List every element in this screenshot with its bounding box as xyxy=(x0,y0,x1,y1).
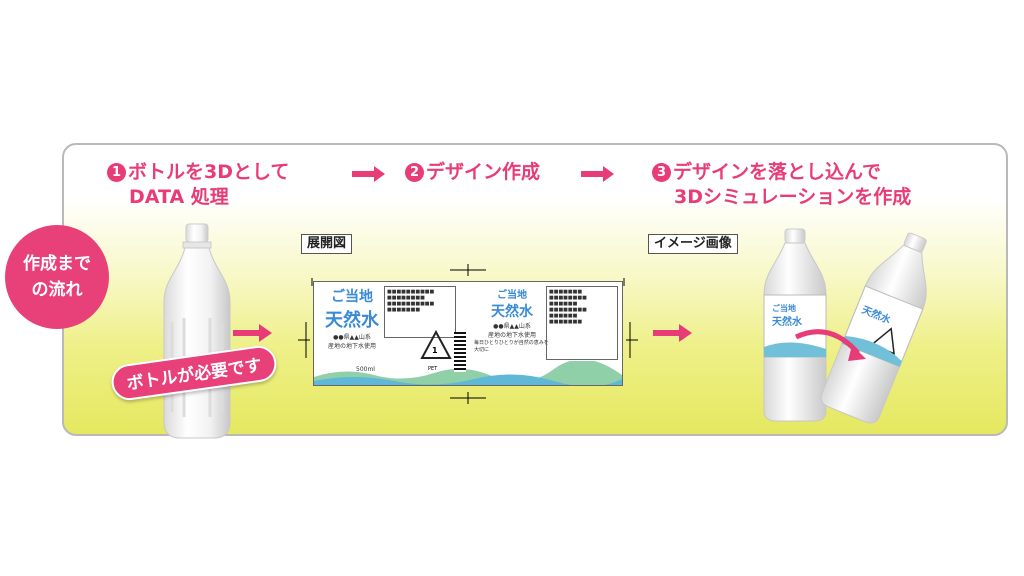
arrow-right-icon xyxy=(233,324,272,342)
barcode xyxy=(454,332,466,372)
recycle-code: 1 xyxy=(432,346,438,355)
arrow-right-icon xyxy=(653,324,692,342)
crop-marks xyxy=(298,264,638,404)
brand-big: 天然水 xyxy=(325,310,379,331)
simulated-bottles-image: ご当地 天然水 天然水 xyxy=(763,228,927,424)
plain-bottle-image xyxy=(163,223,231,439)
flow-badge-line1: 作成まで xyxy=(23,254,91,274)
label-note: 毎日ひとりひとりが自然の恵みを大切に xyxy=(474,340,549,353)
recycle-icon xyxy=(420,330,452,359)
brand-small: ご当地 xyxy=(497,290,527,301)
brand-on-bottle: 天然水 xyxy=(772,315,803,328)
brand-on-bottle: ご当地 xyxy=(772,303,796,313)
nutrition-box: ■■■■■■■■■■■■■■■■■■■■■■■■■■■■■■■■■■■ xyxy=(384,286,456,338)
info-box: ■■■■■■■■■■■■■■■■■■■■■■■■■■■■■■■■■■■■■■■■… xyxy=(546,286,618,360)
image-tag: イメージ画像 xyxy=(648,234,738,254)
label-layout: ご当地 天然水 ●●県▲▲山系 産地の地下水使用 500ml ■■■■■■■■■… xyxy=(313,281,623,386)
flow-badge-line2: の流れ xyxy=(31,280,83,300)
recycle-text: PET xyxy=(428,366,438,372)
step-3-line2: 3Dシミュレーションを作成 xyxy=(674,186,912,208)
arrow-right-icon xyxy=(352,166,385,182)
label-region: ●●県▲▲山系 xyxy=(493,323,531,330)
layout-tag: 展開図 xyxy=(301,234,353,254)
mountain-graphic xyxy=(314,361,622,385)
label-volume: 500ml xyxy=(356,366,375,373)
label-front-right: ご当地 天然水 ●●県▲▲山系 産地の地下水使用 xyxy=(482,286,542,339)
label-subtitle: 産地の地下水使用 xyxy=(327,343,376,350)
step-1-number: 1 xyxy=(107,163,126,182)
arrow-right-icon xyxy=(581,166,614,182)
flow-badge: 作成までの流れ xyxy=(5,225,109,329)
label-region: ●●県▲▲山系 xyxy=(333,334,371,341)
label-subtitle: 産地の地下水使用 xyxy=(487,332,536,339)
step-2-number: 2 xyxy=(405,163,424,182)
brand-big: 天然水 xyxy=(491,304,533,320)
step-2-line1: デザイン作成 xyxy=(426,161,541,183)
step-1-line1: ボトルを3Dとして xyxy=(128,161,290,183)
step-3-number: 3 xyxy=(652,163,671,182)
label-front-left: ご当地 天然水 ●●県▲▲山系 産地の地下水使用 xyxy=(322,286,382,350)
brand-small: ご当地 xyxy=(331,289,373,305)
step-3-line1: デザインを落とし込んで xyxy=(673,161,882,183)
step-1-line2: DATA 処理 xyxy=(129,186,229,208)
